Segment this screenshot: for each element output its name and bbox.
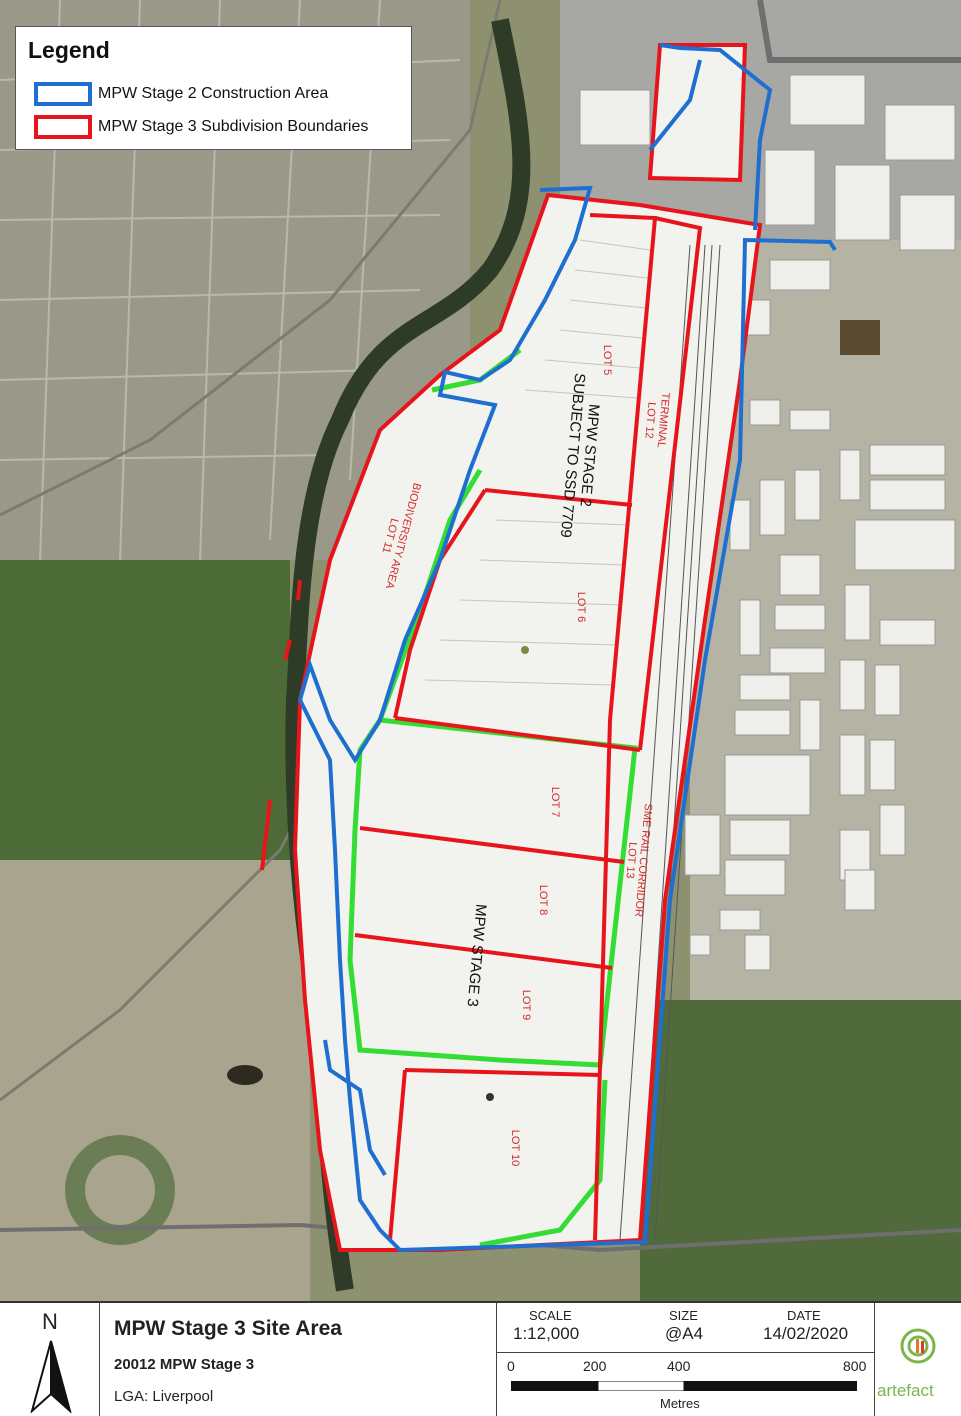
lot9-label: LOT 9 [520, 990, 532, 1020]
scale-heading: SCALE [529, 1308, 572, 1323]
artefact-logo-icon [900, 1328, 936, 1364]
legend-item-stage3: MPW Stage 3 Subdivision Boundaries [34, 115, 368, 139]
north-arrow-icon [30, 1340, 72, 1413]
terminal-label-2: LOT 12 [642, 402, 657, 439]
lot7-label: LOT 7 [549, 787, 561, 817]
lot8-label: LOT 8 [537, 885, 549, 915]
legend-item-stage2: MPW Stage 2 Construction Area [34, 82, 328, 106]
legend-title: Legend [28, 37, 110, 63]
project-name: 20012 MPW Stage 3 [114, 1356, 255, 1373]
legend-label-stage2: MPW Stage 2 Construction Area [98, 85, 329, 102]
scale-divider [497, 1352, 874, 1353]
artefact-logo-text: artefact [877, 1381, 934, 1400]
site-plan-area [295, 195, 760, 1250]
stage2-boundaries [297, 43, 837, 1253]
scale-bar [511, 1381, 857, 1391]
size-value: @A4 [665, 1324, 704, 1343]
roundabout-marker [521, 646, 529, 654]
parking-hatch [424, 239, 651, 686]
legend-swatch-stage3 [34, 115, 92, 139]
map-title-block: N MPW Stage 3 Site Area 20012 MPW Stage … [0, 1301, 961, 1416]
lot6-label: LOT 6 [575, 592, 587, 622]
north-label: N [42, 1309, 58, 1334]
lot10-label: LOT 10 [509, 1130, 521, 1167]
site-marker [486, 1093, 494, 1101]
scale-value: 1:12,000 [513, 1324, 580, 1343]
quarry-area-sw [0, 860, 310, 1301]
legend-swatch-stage2 [34, 82, 92, 106]
north-arrow-cell: N [0, 1303, 100, 1416]
industrial-buildings [579, 74, 956, 971]
stage3-boundaries [260, 43, 763, 1252]
terminal-label-1: TERMINAL [655, 392, 672, 448]
map-title: MPW Stage 3 Site Area [114, 1317, 342, 1340]
aerial-map[interactable]: LOT 5 LOT 6 LOT 7 LOT 8 LOT 9 LOT 10 TER… [0, 0, 961, 1301]
size-heading: SIZE [669, 1308, 698, 1323]
bushland-se [640, 1000, 961, 1301]
rail-line-west [0, 0, 502, 517]
sediment-pond [840, 320, 880, 355]
lot5-label: LOT 5 [601, 345, 613, 375]
date-value: 14/02/2020 [763, 1324, 849, 1343]
scalebar-tick-0: 0 [507, 1358, 515, 1374]
bushland-west [0, 560, 290, 860]
scalebar-tick-800: 800 [843, 1358, 867, 1374]
map-legend: Legend MPW Stage 2 Construction Area MPW… [15, 26, 412, 150]
title-cell: MPW Stage 3 Site Area 20012 MPW Stage 3 … [100, 1303, 497, 1416]
pond [227, 1065, 263, 1085]
scale-cell: SCALE 1:12,000 SIZE @A4 DATE 14/02/2020 … [497, 1303, 875, 1416]
lga-text: LGA: Liverpool [114, 1388, 214, 1405]
legend-label-stage3: MPW Stage 3 Subdivision Boundaries [98, 118, 369, 135]
date-heading: DATE [787, 1308, 821, 1323]
scalebar-tick-400: 400 [667, 1358, 691, 1374]
highway-north [757, 0, 961, 63]
site-plan-north-access [650, 45, 745, 180]
quarry-ring-inner [85, 1155, 155, 1225]
scalebar-unit: Metres [660, 1396, 700, 1411]
map-canvas: LOT 5 LOT 6 LOT 7 LOT 8 LOT 9 LOT 10 TER… [0, 0, 961, 1301]
rail-corridor-label-2: LOT 13 [623, 842, 638, 879]
logo-cell: artefact [875, 1303, 961, 1416]
scalebar-tick-200: 200 [583, 1358, 607, 1374]
